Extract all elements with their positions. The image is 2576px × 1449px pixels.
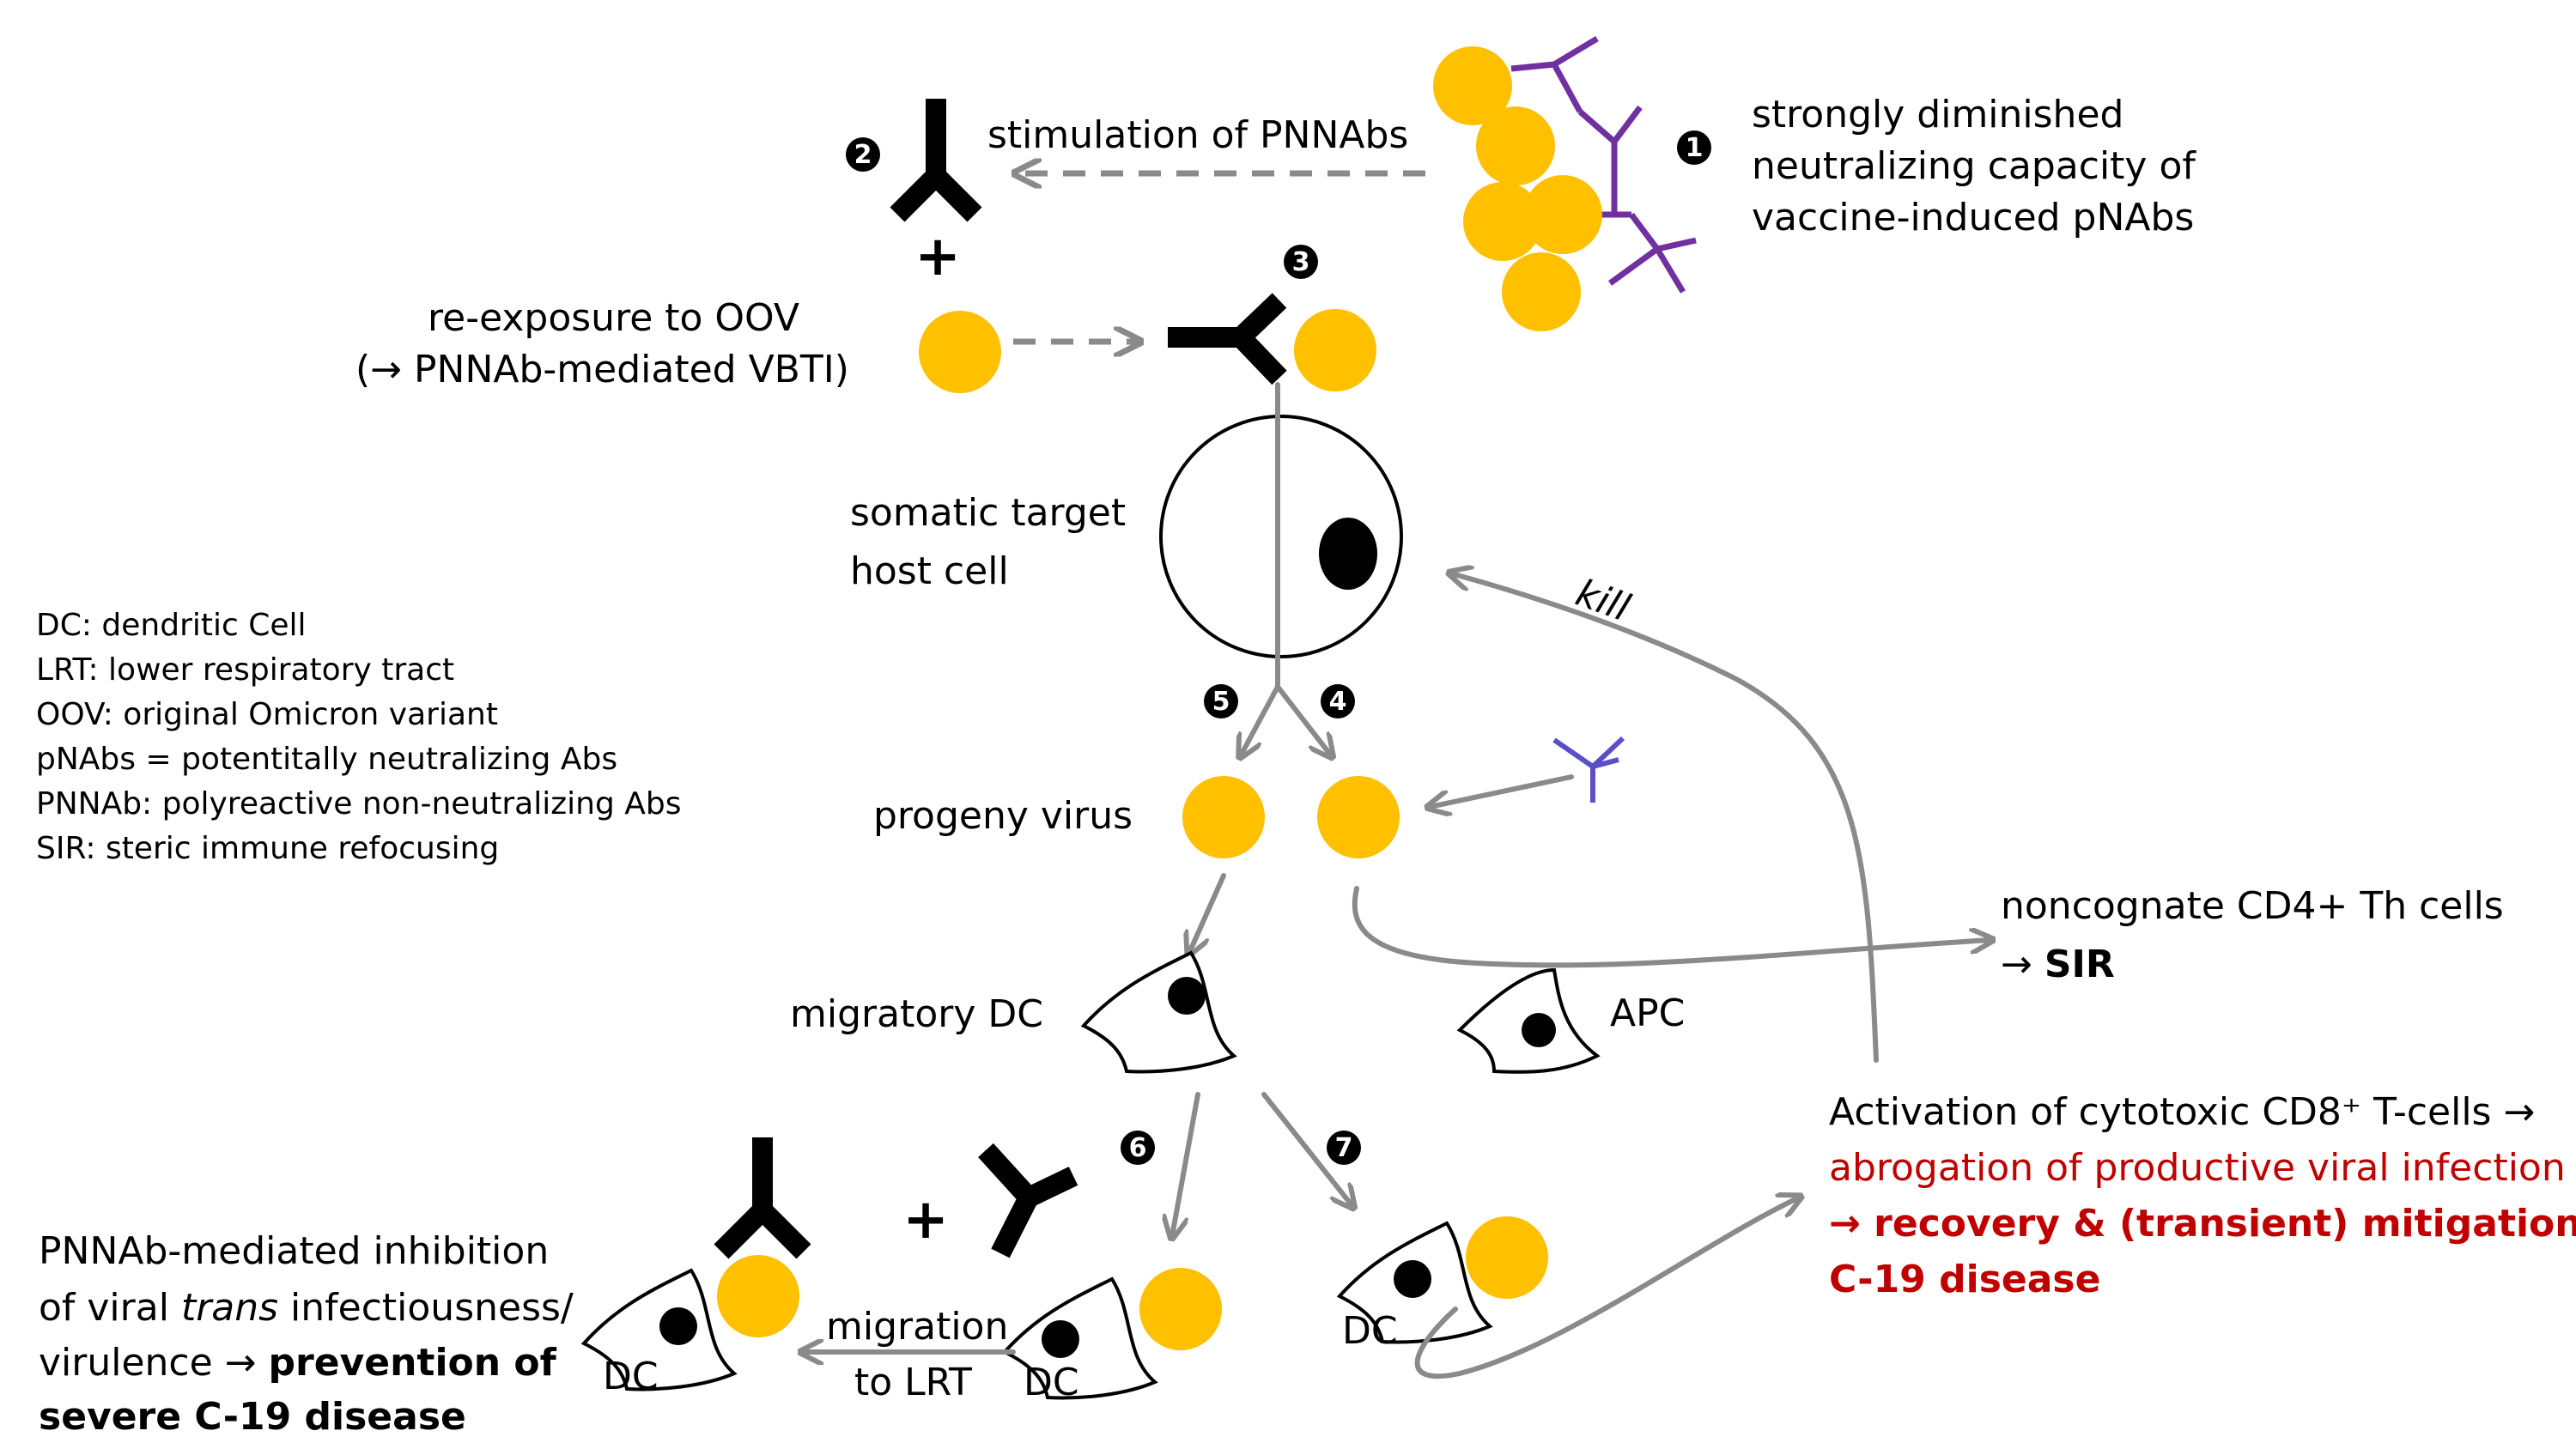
step-1-badge: [1677, 130, 1711, 165]
step-2-badge: [846, 137, 880, 172]
dc-with-virus-middle: [1001, 1268, 1222, 1400]
diminished-label-line2: neutralizing capacity of: [1752, 144, 2196, 188]
step-4-badge: [1321, 684, 1355, 718]
activation-label-line3: → recovery & (transient) mitigation of: [1829, 1202, 2576, 1246]
migration-label-line1: migration: [826, 1305, 1008, 1349]
pnab-antibody: [1654, 247, 1686, 294]
dc-label-middle: DC: [1024, 1361, 1079, 1404]
activation-label-line4: C-19 disease: [1829, 1258, 2100, 1301]
virus-particle: [1502, 252, 1581, 331]
progeny-virus-right: [1317, 776, 1400, 858]
oov-virus: [919, 311, 1001, 393]
legend-item: LRT: lower respiratory tract: [36, 652, 454, 688]
somatic-label-line1: somatic target: [850, 491, 1126, 535]
step-6-badge: [1121, 1131, 1155, 1165]
legend-item: PNNAb: polyreactive non-neutralizing Abs: [36, 786, 681, 822]
pnab-antibody: [1607, 246, 1660, 286]
pnab-antibody: [1552, 35, 1599, 68]
dc-with-virus-left: [580, 1255, 799, 1391]
dc-label-left: DC: [603, 1355, 659, 1398]
kill-label: kill: [1571, 571, 1637, 630]
step-7-arrow: [1261, 1092, 1352, 1206]
pnab-antibody: [1551, 63, 1583, 113]
inhibition-label-line2: of viral trans infectiousness/: [39, 1286, 574, 1330]
migratory-dc-cell: [1080, 950, 1237, 1074]
pnnab-virus-complex: [1168, 293, 1376, 391]
somatic-label-line2: host cell: [850, 549, 1009, 593]
progeny-label: progeny virus: [873, 794, 1133, 838]
legend-item: DC: dendritic Cell: [36, 608, 307, 643]
reexposure-label-line1: re-exposure to OOV: [428, 296, 799, 340]
migration-label-line2: to LRT: [854, 1361, 972, 1404]
migratory-dc-label: migratory DC: [790, 992, 1043, 1036]
noncognate-label-line2: → SIR: [2001, 943, 2115, 986]
pnab-antibody: [1510, 61, 1555, 72]
step-3-badge: [1284, 245, 1318, 279]
virus-cluster-pnab: [1433, 35, 1697, 331]
step-7-badge: [1327, 1131, 1361, 1165]
blue-antibody: [1552, 736, 1625, 803]
step-2-number: 2: [854, 140, 872, 170]
antibody-to-virus-arrow: [1430, 774, 1574, 807]
plus-sign-bottom: +: [902, 1188, 949, 1252]
host-cell: [1159, 415, 1403, 658]
step-5-number: 5: [1212, 687, 1230, 717]
inhibition-label-line1: PNNAb-mediated inhibition: [39, 1229, 549, 1273]
host-cell-nucleus: [1319, 518, 1377, 590]
dc-label-right: DC: [1342, 1309, 1398, 1353]
step-5-badge: [1204, 684, 1238, 718]
pnnab-antibody-bottom-right: [978, 1143, 1078, 1258]
split-arrow-left: [1241, 684, 1280, 755]
step-1-number: 1: [1686, 133, 1704, 163]
legend-item: OOV: original Omicron variant: [36, 697, 498, 732]
diminished-label-line1: strongly diminished: [1752, 93, 2123, 136]
apc-cell: [1456, 967, 1601, 1074]
pnnab-antibody: [890, 99, 982, 222]
step-3-number: 3: [1292, 247, 1310, 277]
stimulation-label: stimulation of PNNAbs: [987, 113, 1408, 157]
step-6-arrow: [1172, 1092, 1200, 1236]
to-migratory-dc-arrow: [1189, 873, 1226, 953]
activation-label-line1: Activation of cytotoxic CD8⁺ T-cells →: [1829, 1090, 2535, 1134]
step-7-number: 7: [1335, 1133, 1353, 1163]
activation-label-line2: abrogation of productive viral infection: [1829, 1146, 2566, 1190]
virus-particle: [1523, 175, 1602, 254]
pnab-antibody: [1629, 212, 1660, 252]
progeny-virus-left: [1182, 776, 1265, 858]
split-arrow-right: [1275, 684, 1331, 755]
legend-item: pNAbs = potentitally neutralizing Abs: [36, 742, 617, 777]
legend-item: SIR: steric immune refocusing: [36, 831, 499, 866]
plus-sign-top: +: [914, 225, 961, 288]
diminished-label-line3: vaccine-induced pNAbs: [1752, 196, 2194, 239]
activation-arrow: [1414, 1197, 1799, 1379]
pnab-antibody: [1577, 109, 1617, 144]
sir-arrow: [1352, 886, 1990, 968]
noncognate-label-line1: noncognate CD4+ Th cells: [2001, 884, 2504, 928]
pnab-antibody: [1656, 237, 1697, 252]
pnab-antibody: [1612, 105, 1643, 144]
reexposure-label-line2: (→ PNNAb-mediated VBTI): [355, 348, 849, 391]
virus-particle: [1463, 182, 1542, 261]
kill-arrow: [1451, 573, 1879, 1063]
pnnab-antibody-bottom-left: [714, 1137, 811, 1259]
step-4-number: 4: [1329, 687, 1347, 717]
virus-particle: [1476, 106, 1555, 185]
step-6-number: 6: [1129, 1133, 1147, 1163]
inhibition-label-line3: virulence → prevention of: [39, 1341, 557, 1385]
apc-label: APC: [1610, 991, 1685, 1035]
legend: DC: dendritic Cell LRT: lower respirator…: [36, 608, 681, 866]
inhibition-label-line4: severe C-19 disease: [39, 1395, 466, 1439]
virus-particle: [1433, 46, 1512, 125]
